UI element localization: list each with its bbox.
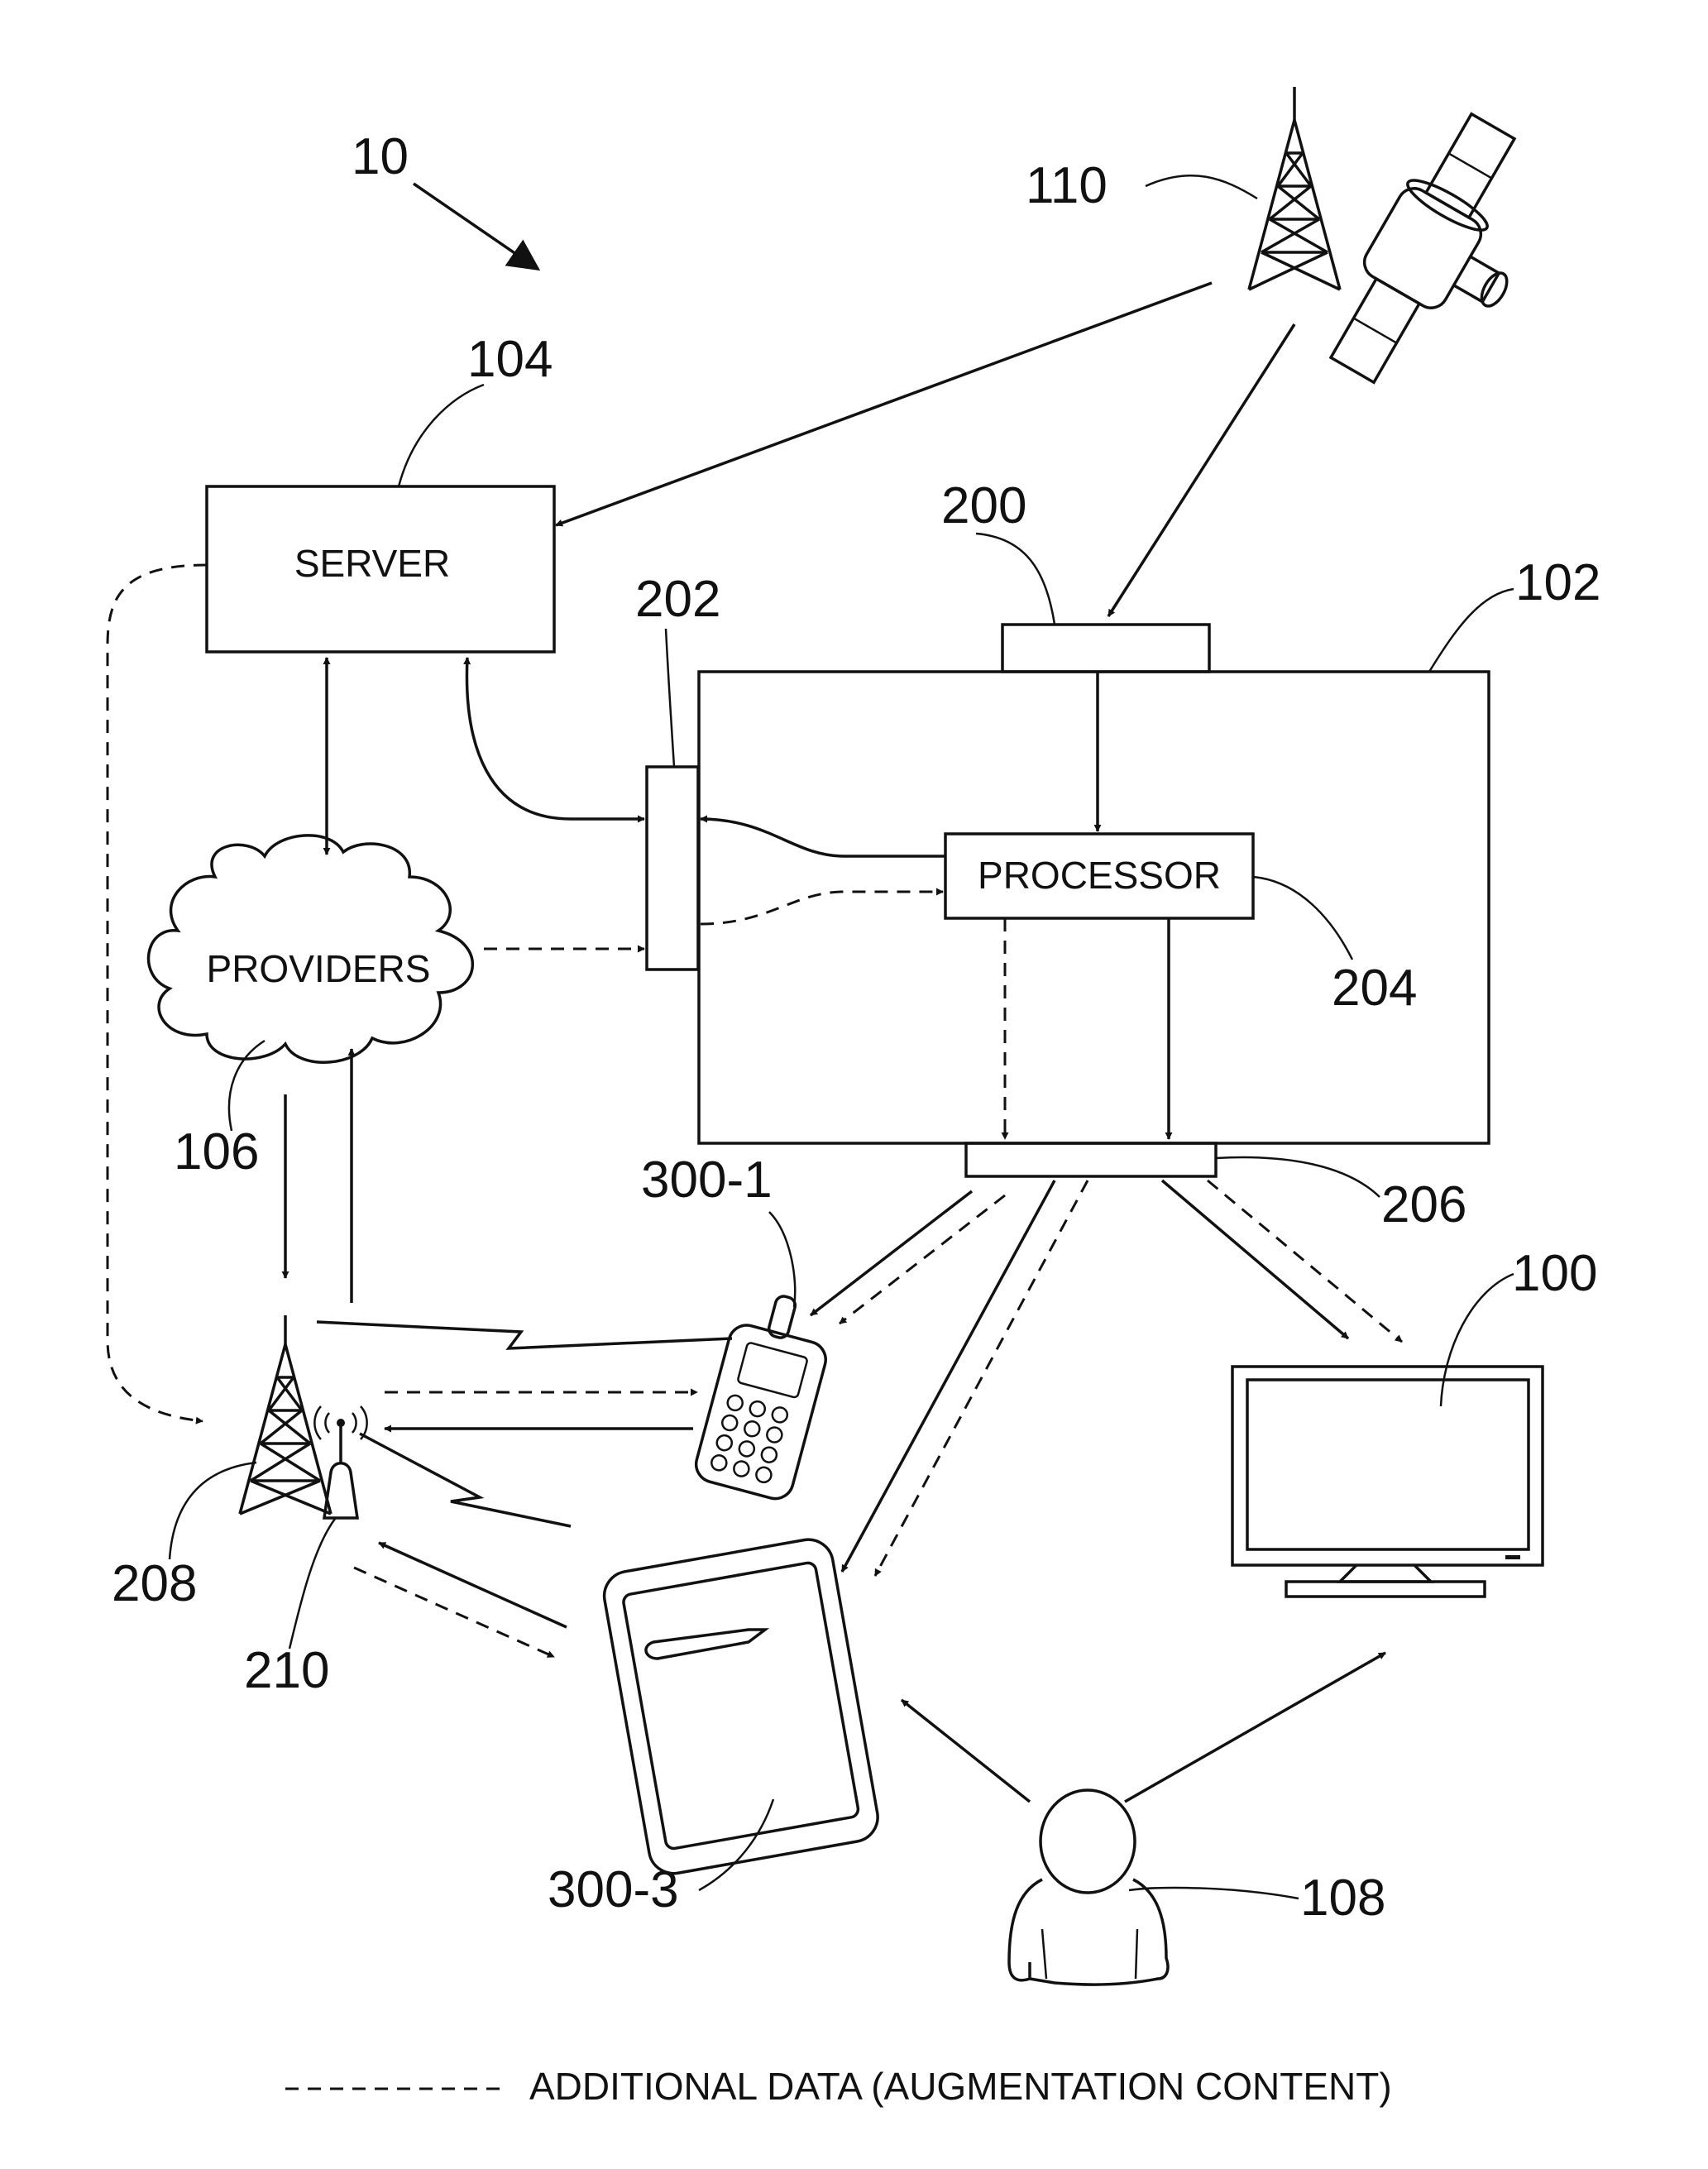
ref-wireless-router: 210: [244, 1642, 329, 1699]
ref-providers: 106: [174, 1123, 259, 1180]
tuner-box: [1002, 625, 1209, 672]
leader-104: [399, 385, 484, 486]
leader-206: [1216, 1157, 1380, 1197]
legend-text: ADDITIONAL DATA (AUGMENTATION CONTENT): [529, 2065, 1392, 2108]
network-interface-box: [647, 767, 698, 970]
tablet-to-router-arrow: [379, 1543, 567, 1627]
ref-user: 108: [1300, 1870, 1385, 1927]
leader-106: [229, 1041, 265, 1131]
ref-mobile-phone: 300-1: [641, 1152, 773, 1209]
leader-204: [1253, 877, 1352, 960]
broadcast-tower-icon: [1249, 87, 1340, 290]
output-to-tv-arrow: [1162, 1180, 1348, 1338]
interface-to-processor-dashed-arrow: [701, 892, 943, 924]
leader-102: [1429, 589, 1514, 672]
mobile-phone-icon: [692, 1286, 840, 1503]
satellite-to-tuner-arrow: [1108, 324, 1294, 616]
ref-output-interface: 206: [1381, 1176, 1466, 1233]
output-to-phone-dashed-arrow: [840, 1195, 1005, 1324]
output-to-tv-dashed-arrow: [1208, 1180, 1402, 1342]
user-icon: [1009, 1790, 1168, 1985]
server-to-tower-dashed-arrow: [108, 565, 207, 1421]
output-interface-box: [966, 1143, 1216, 1176]
ref-server: 104: [467, 331, 553, 388]
user-to-tv-arrow: [1125, 1653, 1385, 1802]
processor-label: PROCESSOR: [978, 854, 1221, 897]
ref-system: 10: [352, 128, 409, 185]
ref-cell-tower: 208: [112, 1555, 197, 1612]
server-interface-bidirectional-arrow: [466, 658, 644, 819]
ref-processor: 204: [1332, 960, 1417, 1017]
server-label: SERVER: [294, 542, 450, 585]
leader-300-3: [699, 1799, 773, 1890]
receiver-device-box: [699, 672, 1489, 1143]
router-to-tablet-wireless-link: [360, 1434, 571, 1526]
ref-broadcast-source: 110: [1026, 157, 1108, 214]
user-to-tablet-arrow: [902, 1700, 1030, 1802]
router-to-tablet-dashed-arrow: [354, 1568, 554, 1657]
ref-network-interface: 202: [635, 571, 720, 628]
wifi-router-icon: [314, 1406, 366, 1518]
leader-108: [1129, 1888, 1299, 1898]
leader-110: [1146, 175, 1257, 199]
cell-tower-icon: [240, 1315, 331, 1514]
stylus-icon: [646, 1630, 765, 1659]
leader-210: [289, 1519, 335, 1649]
processor-to-interface-arrow: [701, 819, 945, 856]
providers-label: PROVIDERS: [207, 947, 431, 990]
tower-to-phone-wireless-link: [317, 1322, 732, 1348]
leader-100: [1441, 1274, 1514, 1406]
leader-300-1: [769, 1212, 795, 1307]
ref-tuner: 200: [941, 477, 1026, 534]
ref-receiver-device: 102: [1515, 554, 1600, 611]
ref-tablet: 300-3: [548, 1861, 679, 1918]
system-pointer-arrow: [414, 184, 538, 269]
leader-202: [666, 629, 674, 767]
satellite-to-server-arrow: [556, 283, 1212, 525]
leader-200: [976, 534, 1055, 625]
tablet-icon: [600, 1535, 882, 1877]
satellite-icon: [1313, 103, 1573, 416]
output-to-phone-arrow: [811, 1191, 972, 1315]
ref-television: 100: [1512, 1245, 1597, 1302]
television-icon: [1232, 1367, 1543, 1597]
